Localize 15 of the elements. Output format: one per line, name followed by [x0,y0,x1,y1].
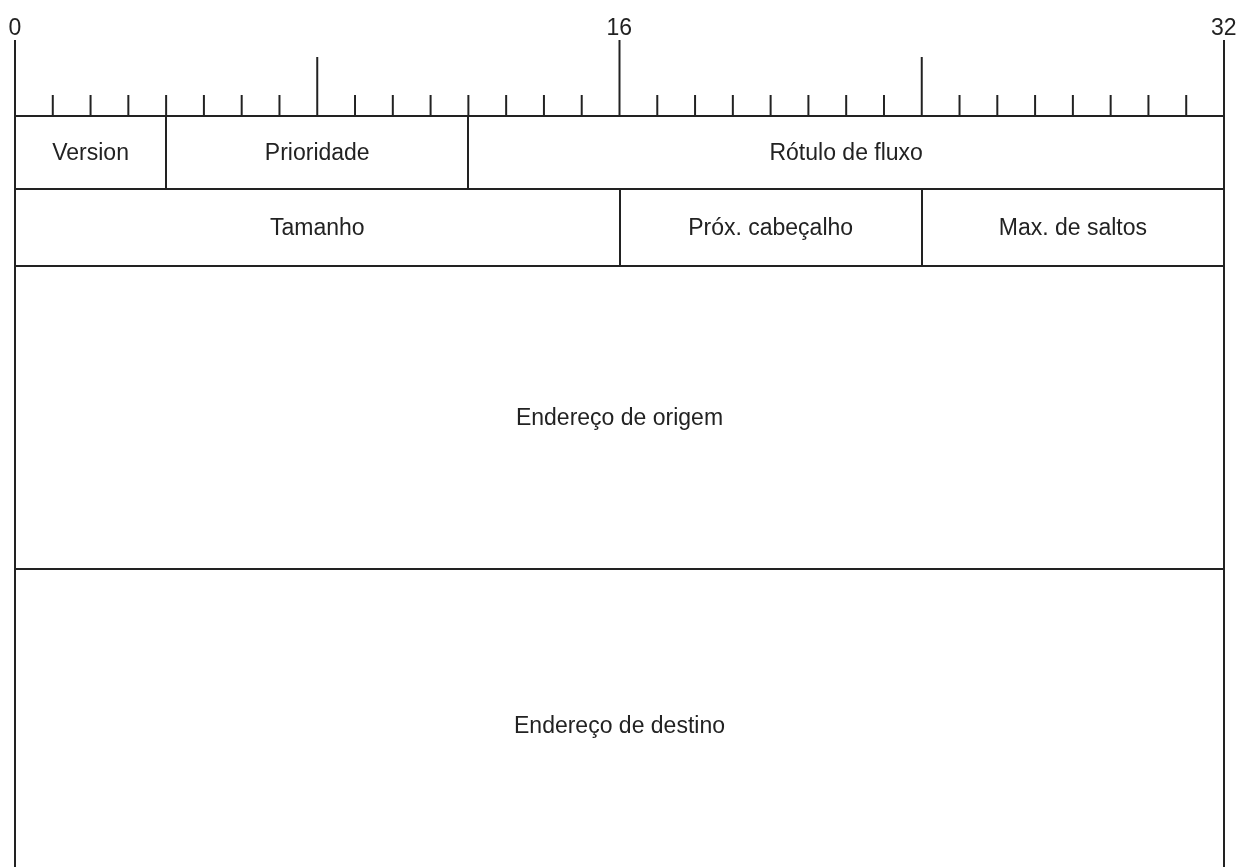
bit-number: 32 [1211,14,1237,41]
header-field [467,115,1225,190]
field-name: Tamanho [269,214,365,241]
header-field [14,265,1225,570]
field-name: Rótulo de fluxo [769,139,923,166]
field-name: Max. de saltos [998,214,1147,241]
field-name: Prioridade [264,139,370,166]
field-name: Próx. cabeçalho [688,214,854,241]
field-name: Endereço de origem [515,404,724,431]
field-name: Endereço de destino [514,711,725,739]
field-name: Version [52,139,129,166]
bit-number: 0 [8,14,22,41]
header-field [14,115,168,190]
header-field [14,568,1225,867]
bit-number: 16 [606,14,633,41]
